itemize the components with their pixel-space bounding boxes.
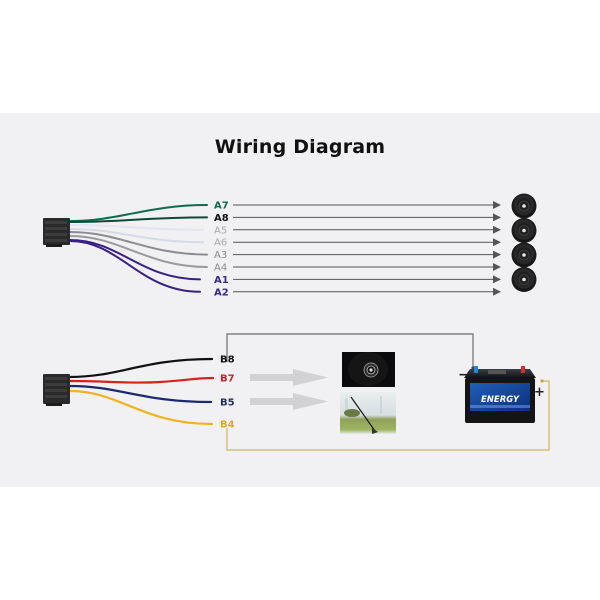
battery-icon: − + ENERGY: [458, 366, 545, 423]
antenna-icon: [340, 392, 396, 434]
connector-a: [43, 218, 70, 247]
battery-positive-label: +: [534, 385, 545, 400]
wire-b4: [68, 389, 214, 426]
wire-b7: [68, 376, 215, 384]
pin-label-b8: B8: [220, 355, 235, 366]
camera-icon: [342, 352, 395, 387]
wire-a1: [69, 239, 201, 281]
speaker-icon: [511, 267, 537, 292]
pin-label-a8: A8: [214, 213, 229, 224]
wire-a6: [69, 228, 204, 244]
pin-label-b4: B4: [220, 420, 235, 431]
wire-a5: [69, 224, 204, 231]
battery-negative-label: −: [458, 367, 470, 383]
pin-label-a5: A5: [214, 225, 227, 236]
pin-label-a7: A7: [214, 201, 229, 212]
speaker-icon: [511, 242, 537, 268]
pin-label-b7: B7: [220, 374, 235, 385]
page-title: Wiring Diagram: [214, 136, 386, 158]
arrow-to-camera: [250, 369, 328, 386]
wire-a8: [69, 216, 208, 223]
diagram-panel: [0, 113, 600, 487]
harness-a-wires: [69, 204, 208, 293]
pin-label-a3: A3: [214, 250, 227, 261]
speaker-icon: [511, 193, 537, 219]
pin-label-b5: B5: [220, 398, 235, 409]
arrow-to-antenna: [250, 393, 328, 410]
wire-a3: [69, 231, 208, 256]
pin-label-a6: A6: [214, 238, 227, 249]
connector-b: [43, 374, 70, 406]
speaker-icon: [511, 218, 537, 243]
wire-b8: [68, 357, 214, 379]
harness-b-wires: [68, 357, 215, 426]
battery-brand: ENERGY: [481, 395, 520, 405]
ground-line: [226, 333, 474, 368]
pin-label-a2: A2: [214, 287, 229, 298]
pin-label-a1: A1: [214, 275, 229, 286]
wire-a7: [69, 204, 208, 222]
power-line: [226, 380, 550, 451]
wire-a4: [69, 235, 208, 268]
pin-label-a4: A4: [214, 263, 227, 274]
wire-b5: [68, 384, 213, 404]
wire-a2: [69, 240, 201, 293]
